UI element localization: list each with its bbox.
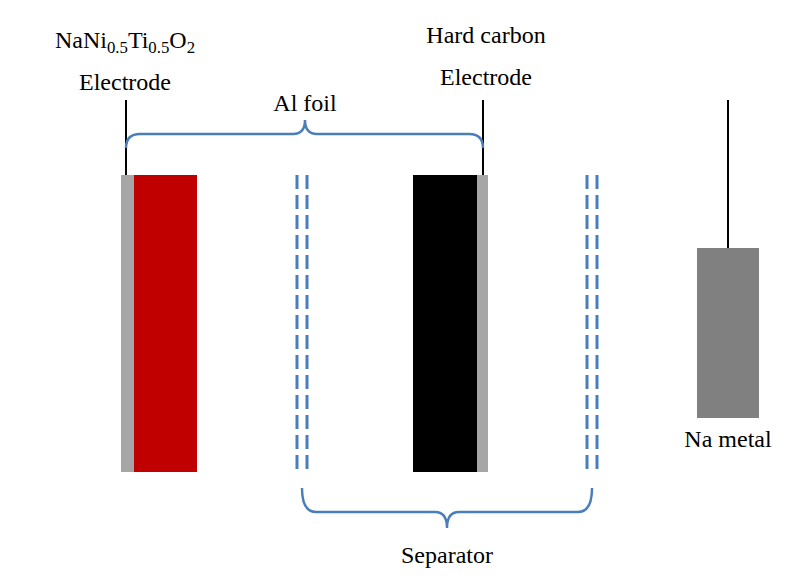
al-foil-strip — [477, 175, 488, 472]
electrode-label: Hard carbon Electrode — [411, 14, 561, 98]
bracket-label: Al foil — [245, 88, 365, 118]
separator-line — [596, 175, 599, 472]
leader-line — [727, 100, 729, 248]
leader-line — [482, 100, 484, 175]
separator-line — [296, 175, 299, 472]
bracket-label: Separator — [382, 540, 512, 570]
leader-line — [125, 100, 127, 175]
cathode-electrode: NaNi0.5Ti0.5O2 Electrode — [121, 175, 197, 472]
anode-electrode: Hard carbon Electrode — [413, 175, 488, 472]
separator-brace — [302, 488, 592, 528]
separator-line — [306, 175, 309, 472]
electrode-label: Na metal — [658, 418, 795, 460]
al-foil-strip — [121, 175, 134, 472]
sodium-metal: Na metal — [697, 248, 759, 418]
separator-line — [586, 175, 589, 472]
electrode-label: NaNi0.5Ti0.5O2 Electrode — [10, 19, 240, 103]
al-foil-brace — [126, 120, 483, 148]
